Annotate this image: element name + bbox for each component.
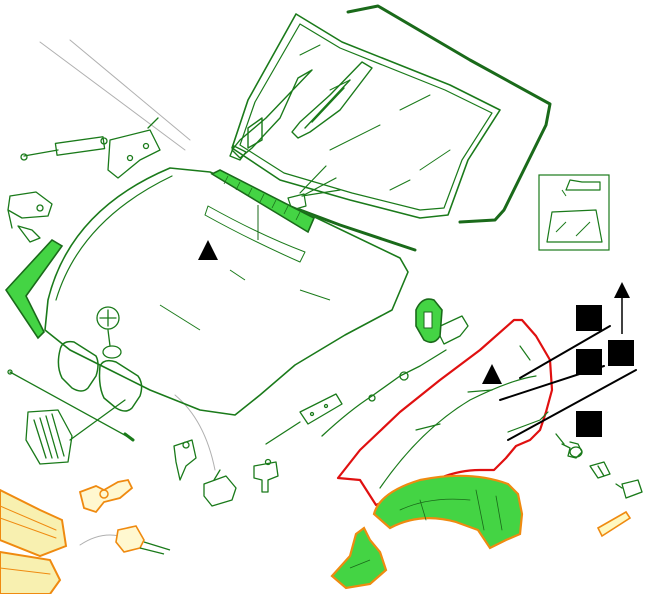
lock-latch[interactable] — [78, 478, 134, 514]
triangle-marker — [482, 364, 502, 384]
release-lever[interactable] — [265, 393, 343, 445]
hood-release-switch[interactable] — [115, 525, 171, 555]
grille-insert[interactable] — [25, 399, 126, 465]
hood-latch-left[interactable] — [173, 439, 237, 507]
kidney-grille[interactable] — [57, 340, 143, 412]
wiper-arm[interactable] — [229, 69, 313, 161]
wheel-arch-liner[interactable] — [372, 474, 524, 550]
inset-box — [538, 174, 610, 251]
bracket-part[interactable] — [415, 298, 443, 344]
side-marker-bulb[interactable] — [589, 461, 611, 479]
windshield[interactable] — [231, 13, 501, 219]
hood-panel[interactable] — [44, 167, 409, 416]
hood-gas-strut[interactable] — [20, 136, 108, 161]
side-marker-lamp[interactable] — [615, 479, 643, 499]
hood-seal-strip[interactable] — [210, 169, 316, 240]
guide-lines — [39, 39, 216, 546]
up-arrow — [614, 282, 630, 334]
square-marker — [576, 349, 602, 375]
hood-side-trim[interactable] — [4, 238, 64, 340]
square-marker — [576, 305, 602, 331]
liner-extension[interactable] — [330, 526, 388, 590]
side-marker-socket[interactable] — [555, 433, 583, 459]
wiper-blade[interactable] — [291, 61, 373, 139]
windshield-lower-seal[interactable] — [298, 208, 417, 252]
hood-hinge[interactable] — [107, 117, 161, 179]
hood-emblem[interactable] — [96, 306, 122, 359]
hood-release-cable[interactable] — [7, 369, 135, 442]
bowden-cable[interactable] — [321, 315, 469, 437]
triangle-marker — [198, 240, 218, 260]
square-marker — [576, 411, 602, 437]
fender-trim-strip[interactable] — [596, 510, 632, 538]
hood-latch-right[interactable] — [253, 458, 279, 493]
square-marker — [608, 340, 634, 366]
bumper-frame[interactable] — [0, 488, 68, 594]
windshield-seal[interactable] — [346, 4, 552, 224]
hood-sensor[interactable] — [7, 191, 53, 243]
washer-nozzle[interactable] — [287, 165, 341, 211]
